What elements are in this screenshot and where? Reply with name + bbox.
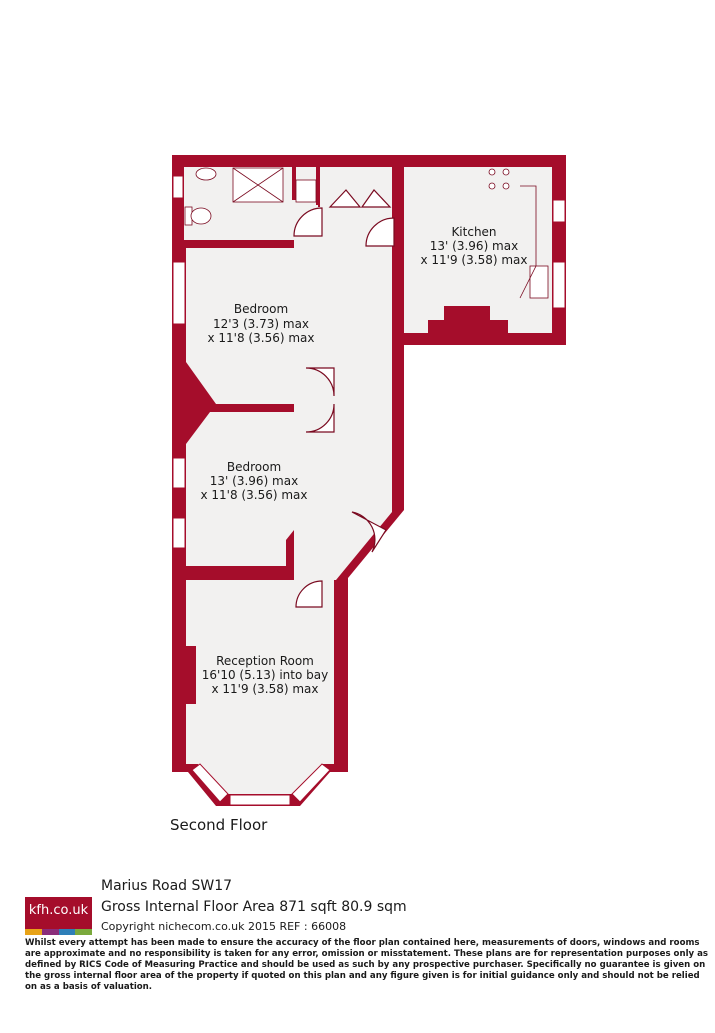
kitchen-name: Kitchen [451,225,496,239]
fixtures [184,167,549,299]
kitchen-dim1: 13' (3.96) max [430,239,518,253]
doors [293,189,395,608]
reception-dim1: 16'10 (5.13) into bay [202,668,328,682]
logo-stripe-blue [58,929,76,935]
logo-stripe-orange [25,929,42,935]
bedroom2-name: Bedroom [227,460,281,474]
room-labels: Kitchen 13' (3.96) max x 11'9 (3.58) max… [201,225,528,696]
kfh-logo: kfh.co.uk [25,897,92,935]
logo-text: kfh.co.uk [28,903,89,918]
floor-plan: Kitchen 13' (3.96) max x 11'9 (3.58) max… [172,155,566,806]
hob-icon [488,168,496,176]
disclaimer: Whilst every attempt has been made to en… [25,938,709,992]
partitions [292,167,398,210]
property-address: Marius Road SW17 [101,878,233,894]
bedroom1-dim2: x 11'8 (3.56) max [208,331,315,345]
windows [172,175,566,806]
logo-stripe-green [75,929,92,935]
basin-icon [195,167,217,181]
room-floors [184,167,552,794]
bedroom2-dim1: 13' (3.96) max [210,474,298,488]
logo-stripes [25,929,92,935]
reception-dim2: x 11'9 (3.58) max [212,682,319,696]
wc-cupboard-icon [295,179,317,203]
floor-title: Second Floor [170,816,268,834]
reception-name: Reception Room [216,654,314,668]
bedroom2-dim2: x 11'8 (3.56) max [201,488,308,502]
copyright: Copyright nichecom.co.uk 2015 REF : 6600… [101,920,347,933]
logo-stripe-purple [41,929,59,935]
gross-area: Gross Internal Floor Area 871 sqft 80.9 … [101,899,407,915]
bedroom1-name: Bedroom [234,302,288,316]
chimney-breasts [186,306,508,704]
sink-icon [529,265,549,299]
toilet-bowl-icon [190,207,212,225]
bedroom1-dim1: 12'3 (3.73) max [213,317,309,331]
kitchen-dim2: x 11'9 (3.58) max [421,253,528,267]
